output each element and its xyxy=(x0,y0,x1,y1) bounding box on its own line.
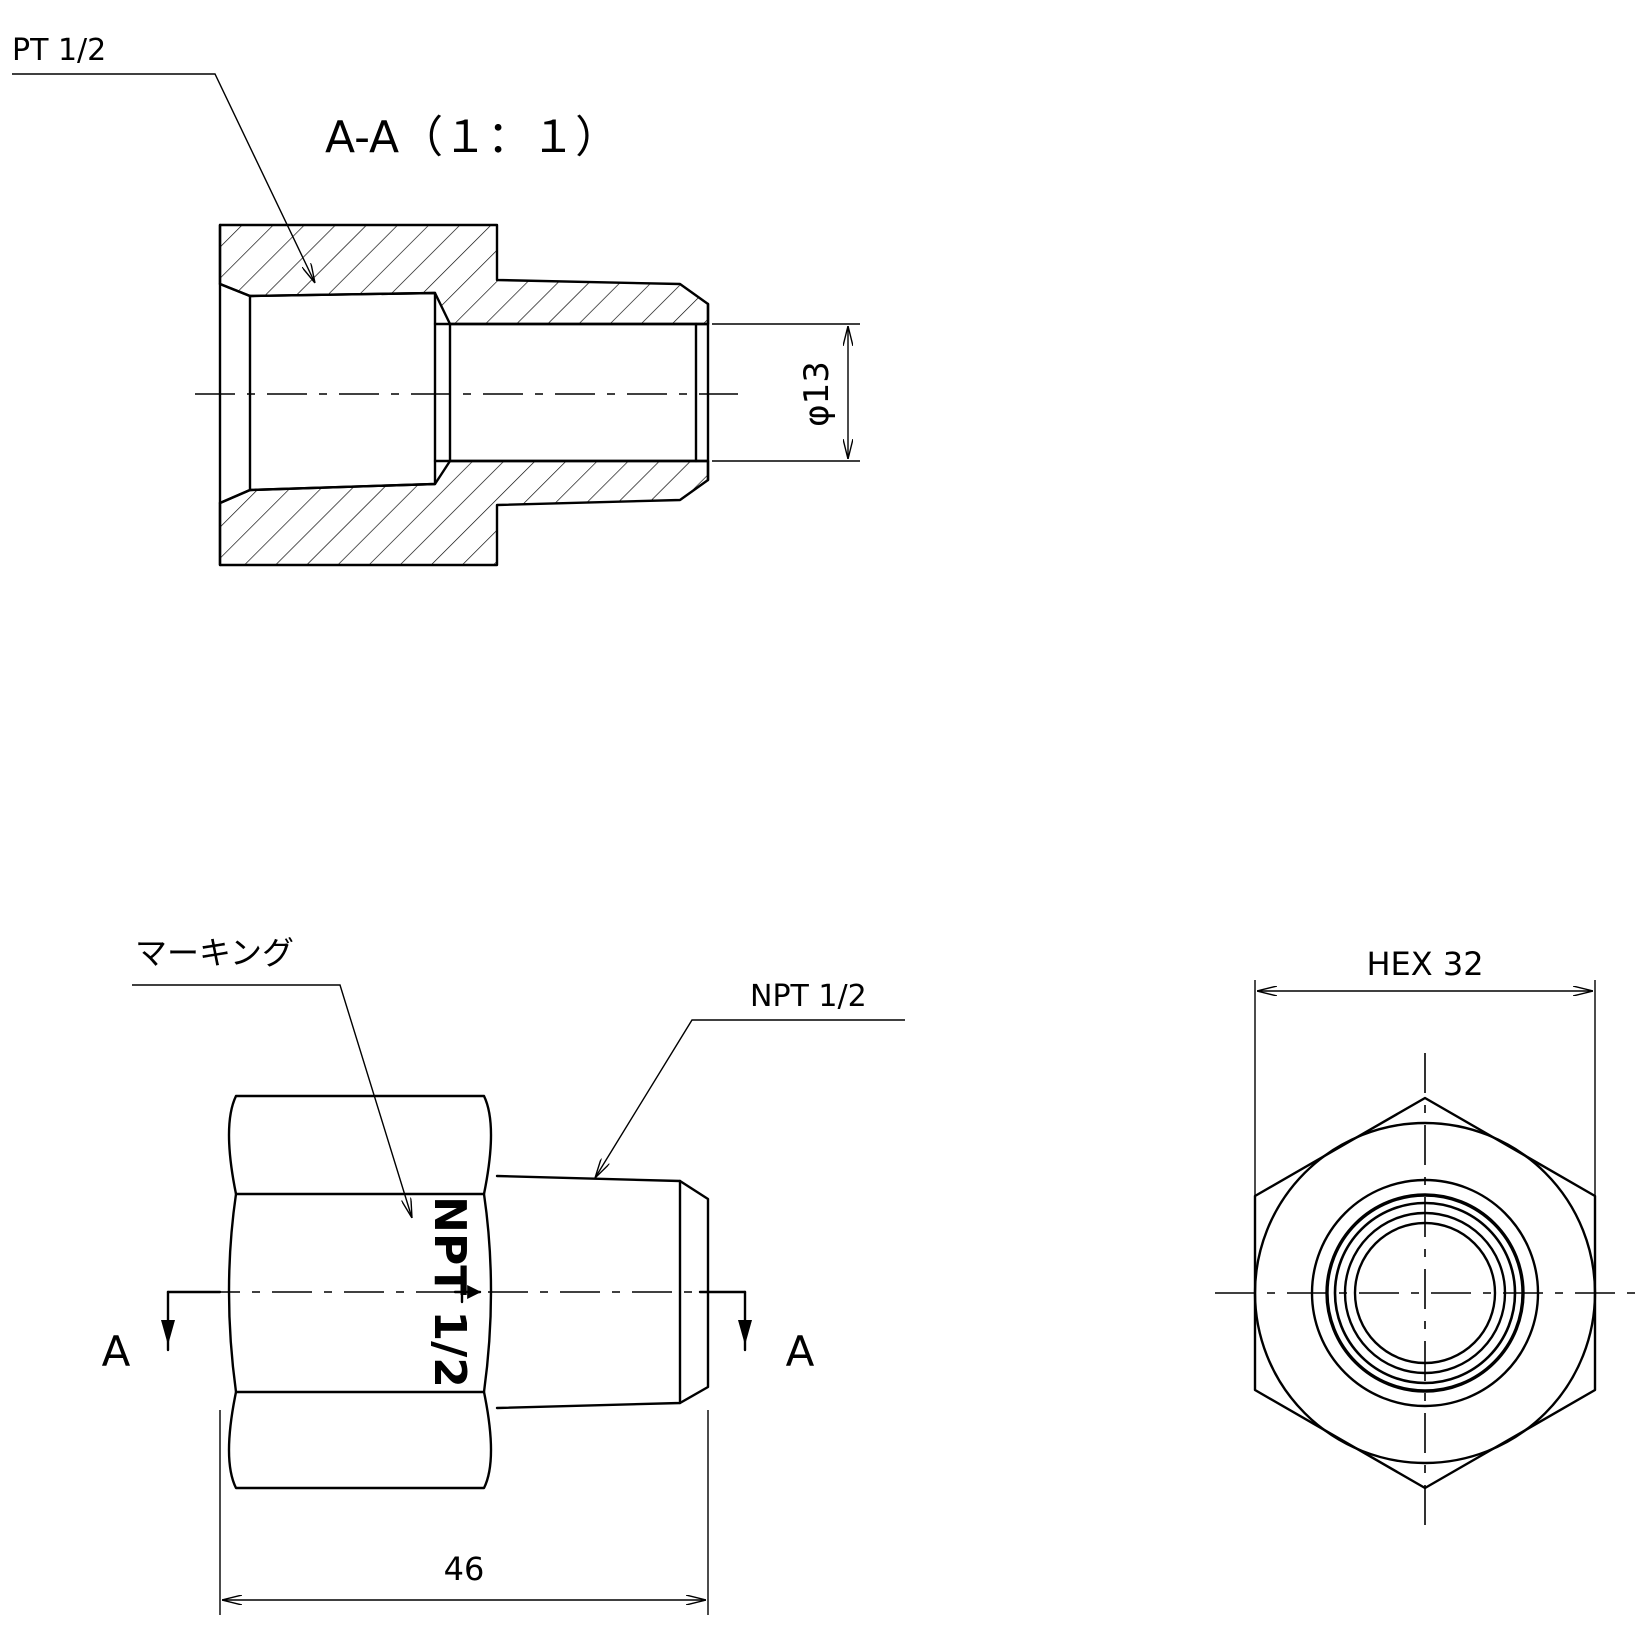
section-lower-wall xyxy=(218,459,710,567)
section-arrow-right xyxy=(738,1320,752,1345)
section-arrow-left xyxy=(161,1320,175,1345)
npt-thread-label: NPT 1/2 xyxy=(750,979,867,1014)
marking-callout-label: マーキング xyxy=(135,934,294,972)
pt-thread-label: PT 1/2 xyxy=(12,33,106,68)
male-thread-bore-outline xyxy=(433,322,452,463)
end-view: HEX 32 xyxy=(1215,945,1640,1530)
section-view: A-A（１：１） PT 1/2 φ13 xyxy=(12,33,860,567)
section-mark-right: A xyxy=(786,1327,815,1376)
front-view: A A NPT 1/2 マーキング NPT 1/2 46 xyxy=(102,934,905,1615)
section-upper-wall xyxy=(218,223,710,326)
pt-thread-leader xyxy=(12,73,315,283)
hex-label: HEX 32 xyxy=(1366,945,1483,983)
section-mark-left: A xyxy=(102,1327,131,1376)
male-thread-outline xyxy=(495,1174,710,1410)
diameter-label: φ13 xyxy=(797,361,837,427)
marking-leader xyxy=(132,984,412,1218)
npt-thread-leader xyxy=(595,1019,905,1178)
female-thread-bore-outline xyxy=(218,282,437,505)
section-title: A-A（１：１） xyxy=(325,112,619,163)
length-label: 46 xyxy=(444,1550,485,1588)
